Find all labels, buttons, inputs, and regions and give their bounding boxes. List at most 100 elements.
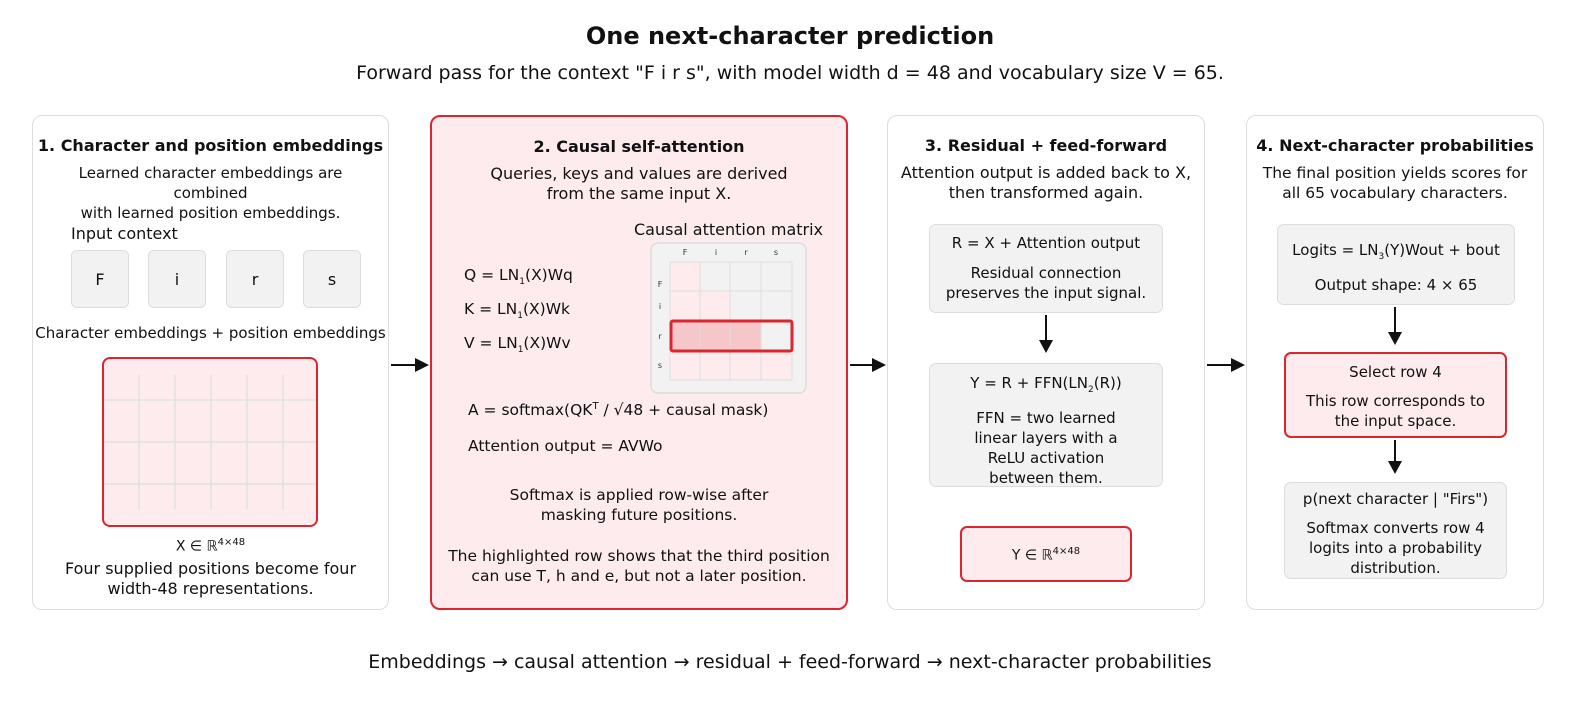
panel-attention-title: 2. Causal self-attention	[533, 137, 745, 156]
eq-text: V = LN	[464, 334, 518, 352]
eq-text: / √48 + causal mask)	[598, 401, 769, 420]
matrix-row-label: F	[658, 280, 663, 289]
eq-text: K = LN	[464, 300, 518, 318]
matrix-cell	[669, 319, 701, 351]
desc-line: Queries, keys and values are derived	[490, 164, 788, 183]
probability-desc: distribution.	[1350, 559, 1441, 577]
desc-line: with learned position embeddings.	[80, 204, 341, 222]
matrix-cell	[699, 261, 731, 292]
logits-equation: Logits = LN3(Y)Wout + bout	[1278, 240, 1514, 267]
y-shape-sup: 4×48	[1052, 546, 1081, 557]
eq-text: Logits = LN	[1292, 241, 1379, 259]
select-row-box: Select row 4 This row corresponds to the…	[1284, 352, 1507, 438]
panel-probabilities-title: 4. Next-character probabilities	[1256, 136, 1534, 155]
matrix-cell	[760, 290, 793, 321]
desc-line: Attention output is added back to X,	[900, 163, 1192, 182]
note-line: Softmax is applied row-wise after	[509, 486, 769, 504]
y-shape-text: Y ∈ ℝ	[1011, 547, 1053, 564]
probability-desc: logits into a probability	[1309, 539, 1482, 557]
eq-text: (X)Wk	[522, 300, 570, 318]
a-equation: A = softmax(QKT / √48 + causal mask)	[468, 401, 768, 419]
ffn-desc: FFN = two learned	[976, 409, 1116, 427]
ffn-desc: ReLU activation	[987, 449, 1105, 467]
panel-probabilities-desc: The final position yields scores for all…	[1257, 163, 1533, 203]
v-equation: V = LN1(X)Wv	[464, 334, 571, 355]
eq-text: (X)Wq	[525, 266, 573, 284]
input-char-box: s	[303, 250, 361, 308]
eq-sub: 3	[1378, 252, 1385, 262]
eq-sub: 1	[519, 277, 526, 288]
attention-matrix-title: Causal attention matrix	[634, 220, 824, 239]
embeddings-caption: Four supplied positions become four widt…	[32, 559, 389, 599]
eq-text: (R))	[1093, 374, 1122, 392]
page-title: One next-character prediction	[585, 22, 995, 50]
arrow-right-icon	[850, 358, 886, 372]
eq-sup: T	[592, 401, 599, 412]
ffn-desc: between them.	[989, 469, 1103, 487]
attention-matrix: F i r s F i r s	[650, 242, 807, 394]
panel-embeddings-desc: Learned character embeddings are combine…	[43, 163, 378, 223]
eq-sub: 1	[517, 345, 524, 356]
probability-desc: Softmax converts row 4	[1306, 519, 1485, 537]
desc-line: from the same input X.	[546, 184, 732, 203]
logits-box: Logits = LN3(Y)Wout + bout Output shape:…	[1277, 224, 1515, 305]
residual-desc: Residual connection	[970, 264, 1122, 282]
desc-line: Learned character embeddings are combine…	[78, 164, 343, 202]
matrix-cell	[760, 261, 793, 292]
ffn-box: Y = R + FFN(LN2(R)) FFN = two learned li…	[929, 363, 1163, 487]
matrix-row-label: i	[659, 302, 661, 311]
input-context-label: Input context	[71, 224, 178, 243]
select-row-title: Select row 4	[1349, 363, 1442, 381]
matrix-cell	[760, 319, 793, 351]
note-line: can use T, h and e, but not a later posi…	[471, 567, 807, 585]
arrow-right-icon	[391, 358, 429, 372]
matrix-cell	[729, 349, 762, 381]
embeddings-label: Character embeddings + position embeddin…	[35, 324, 386, 342]
select-row-desc: the input space.	[1334, 412, 1457, 430]
eq-text: A = softmax(QK	[468, 401, 593, 420]
arrow-down-icon	[1388, 440, 1402, 474]
highlight-note: The highlighted row shows that the third…	[430, 546, 848, 586]
note-line: The highlighted row shows that the third…	[448, 547, 830, 565]
softmax-note: Softmax is applied row-wise after maskin…	[430, 485, 848, 525]
matrix-cell	[669, 261, 701, 292]
eq-text: (X)Wv	[523, 334, 571, 352]
arrow-right-icon	[1207, 358, 1245, 372]
matrix-cell	[699, 319, 731, 351]
eq-sub: 1	[517, 311, 523, 322]
x-shape-text: X ∈ ℝ	[175, 538, 218, 555]
attention-output-equation: Attention output = AVWo	[468, 437, 663, 455]
panel-residual-desc: Attention output is added back to X, the…	[898, 163, 1194, 203]
desc-line: then transformed again.	[948, 183, 1144, 202]
panel-residual-title: 3. Residual + feed-forward	[924, 136, 1168, 155]
y-shape-box: Y ∈ ℝ4×48	[960, 526, 1132, 582]
highlighted-row	[669, 319, 794, 353]
x-shape-label: X ∈ ℝ4×48	[32, 537, 389, 555]
note-line: masking future positions.	[540, 506, 738, 524]
matrix-cell	[729, 290, 762, 321]
matrix-cell	[669, 349, 701, 381]
residual-equation: R = X + Attention output	[951, 234, 1141, 252]
probability-box: p(next character | "Firs") Softmax conve…	[1284, 482, 1507, 579]
input-char-box: i	[148, 250, 206, 308]
matrix-col-label: s	[774, 248, 778, 257]
panel-embeddings: 1. Character and position embeddings Lea…	[32, 115, 389, 610]
matrix-cell	[729, 319, 762, 351]
pipeline-summary: Embeddings → causal attention → residual…	[368, 651, 1212, 673]
caption-line: Four supplied positions become four	[64, 559, 357, 578]
probability-equation: p(next character | "Firs")	[1302, 490, 1489, 508]
matrix-col-label: F	[683, 248, 688, 257]
select-row-desc: This row corresponds to	[1305, 392, 1486, 410]
eq-text: (Y)Wout + bout	[1384, 241, 1500, 259]
desc-line: all 65 vocabulary characters.	[1282, 184, 1508, 202]
page-subtitle: Forward pass for the context "F i r s", …	[356, 62, 1224, 84]
panel-attention-desc: Queries, keys and values are derived fro…	[442, 164, 836, 204]
input-char-box: r	[226, 250, 284, 308]
matrix-row-label: r	[658, 332, 662, 341]
panel-embeddings-title: 1. Character and position embeddings	[37, 136, 384, 155]
arrow-down-icon	[1388, 307, 1402, 345]
panel-residual: 3. Residual + feed-forward Attention out…	[887, 115, 1205, 610]
matrix-col-label: r	[744, 248, 748, 257]
eq-text: Q = LN	[464, 266, 520, 284]
matrix-row-label: s	[658, 361, 662, 370]
